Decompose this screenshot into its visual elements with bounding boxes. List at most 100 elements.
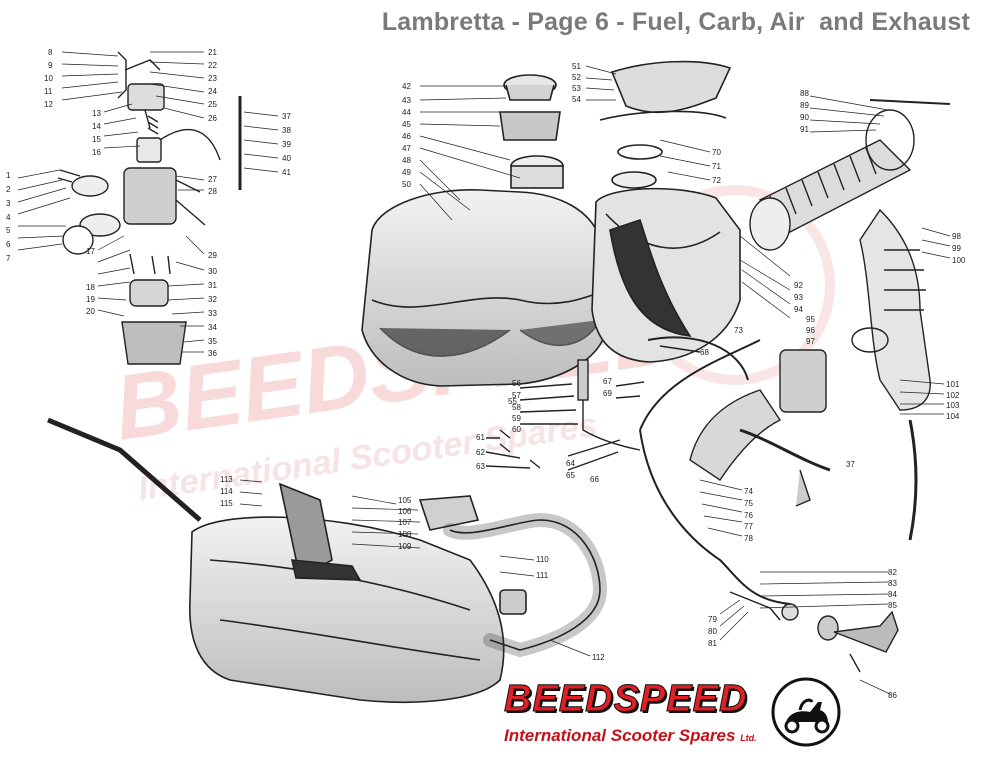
callout-60: 60 [512,425,521,434]
callout-12: 12 [44,100,53,109]
callout-26: 26 [208,114,217,123]
callout-85: 85 [888,601,897,610]
callout-17: 17 [86,247,95,256]
callout-37: 37 [282,112,291,121]
callout-11: 11 [44,87,53,96]
callout-96: 96 [806,326,815,335]
callout-4: 4 [6,213,11,222]
logo-tagline: International Scooter Spares [504,726,736,745]
callout-88: 88 [800,89,809,98]
callout-102: 102 [946,391,960,400]
callout-95: 95 [806,315,815,324]
carburettor-assembly [17,51,279,365]
callout-113: 113 [220,475,233,484]
callout-27: 27 [208,175,217,184]
callout-68: 68 [700,348,709,357]
callout-57: 57 [512,391,521,400]
callout-9: 9 [48,61,53,70]
callout-35: 35 [208,337,217,346]
callout-7: 7 [6,254,11,263]
callout-36: 36 [208,349,217,358]
callout-45: 45 [402,120,411,129]
callout-108: 108 [398,530,412,539]
fuel-tank [361,60,741,387]
callout-42: 42 [402,82,411,91]
callout-92: 92 [794,281,803,290]
callout-101: 101 [946,380,960,389]
choke-assembly [719,571,899,695]
callout-65: 65 [566,471,575,480]
callout-15: 15 [92,135,101,144]
callout-44: 44 [402,108,411,117]
callout-30: 30 [208,267,217,276]
callout-91: 91 [800,125,809,134]
callout-3: 3 [6,199,11,208]
scooter-emblem-icon [771,677,841,747]
tank-leaders [419,65,791,319]
callout-1: 1 [6,171,11,180]
callout-49: 49 [402,168,411,177]
callout-75: 75 [744,499,753,508]
callout-38: 38 [282,126,291,135]
callout-115: 115 [220,499,233,508]
callout-47: 47 [402,144,411,153]
callout-62: 62 [476,448,485,457]
callout-106: 106 [398,507,412,516]
callout-109: 109 [398,542,412,551]
callout-89: 89 [800,101,809,110]
callout-48: 48 [402,156,411,165]
callout-22: 22 [208,61,217,70]
callout-74: 74 [744,487,753,496]
callout-32: 32 [208,295,217,304]
callout-19: 19 [86,295,95,304]
callout-78: 78 [744,534,753,543]
callout-70: 70 [712,148,721,157]
callout-84: 84 [888,590,897,599]
callout-59: 59 [512,414,521,423]
callout-104: 104 [946,412,960,421]
beedspeed-logo: BEEDSPEED International Scooter Spares L… [498,672,848,752]
callout-98: 98 [952,232,961,241]
callout-16: 16 [92,148,101,157]
callout-93: 93 [794,293,803,302]
callout-50: 50 [402,180,411,189]
air-filter [749,95,951,541]
callout-10: 10 [44,74,53,83]
callout-66: 66 [590,475,599,484]
callout-39: 39 [282,140,291,149]
exhaust-system [47,417,608,704]
callout-54: 54 [572,95,581,104]
callout-64: 64 [566,459,575,468]
callout-58: 58 [512,403,521,412]
callout-83: 83 [888,579,897,588]
callout-6: 6 [6,240,11,249]
callout-numbers: 1 2 3 4 5 6 7 8 9 10 11 12 13 14 15 16 1… [6,48,966,700]
callout-99: 99 [952,244,961,253]
callout-34: 34 [208,323,217,332]
callout-105: 105 [398,496,412,505]
callout-53: 53 [572,84,581,93]
callout-79: 79 [708,615,717,624]
callout-33: 33 [208,309,217,318]
callout-81: 81 [708,639,717,648]
callout-114: 114 [220,487,233,496]
callout-107: 107 [398,518,412,527]
logo-tagline-row: International Scooter Spares Ltd. [504,726,757,746]
fuel-tap [485,345,701,471]
callout-28: 28 [208,187,217,196]
callout-111: 111 [536,571,549,580]
callout-21: 21 [208,48,217,57]
callout-25: 25 [208,100,217,109]
callout-2: 2 [6,185,11,194]
callout-8: 8 [48,48,53,57]
callout-67: 67 [603,377,612,386]
callout-73: 73 [734,326,743,335]
callout-51: 51 [572,62,581,71]
callout-29: 29 [208,251,217,260]
callout-56: 56 [512,379,521,388]
callout-100: 100 [952,256,966,265]
carb-intake-assembly [639,336,831,605]
callout-20: 20 [86,307,95,316]
callout-14: 14 [92,122,101,131]
